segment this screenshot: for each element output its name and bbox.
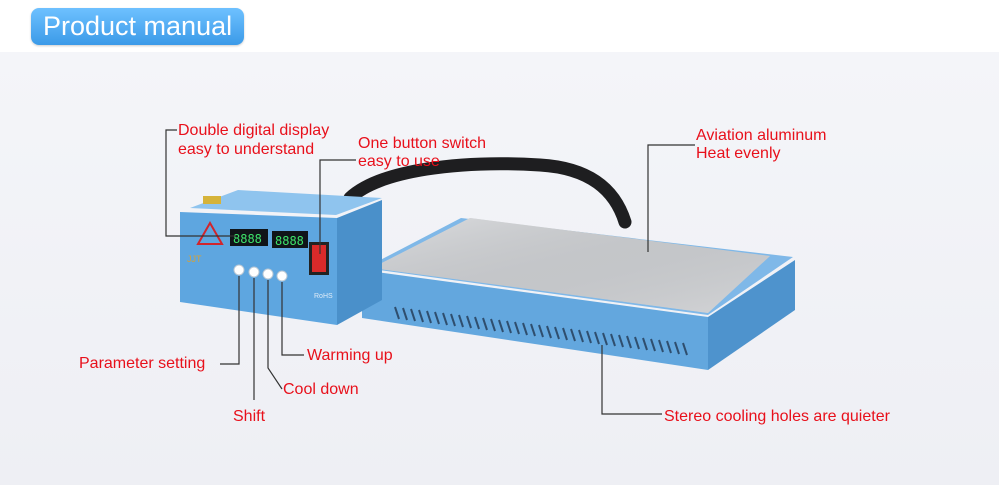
callout-display-line1: Double digital display	[178, 122, 330, 139]
right-display-digits: 8888	[275, 234, 304, 248]
callout-cool-down: Cool down	[283, 381, 359, 398]
page-title: Product manual	[31, 8, 245, 45]
callout-switch-line2: easy to use	[358, 153, 440, 170]
vents-leader	[601, 345, 662, 415]
power-cable	[343, 157, 632, 229]
warming-up-button[interactable]	[276, 270, 288, 282]
callout-parameter-setting: Parameter setting	[79, 355, 206, 372]
cool-down-button[interactable]	[262, 268, 274, 280]
switch-rocker	[312, 245, 326, 272]
callout-shift: Shift	[233, 408, 266, 425]
parameter-leader	[220, 276, 240, 365]
brand-mark: JJT	[187, 254, 202, 264]
callout-plate-line2: Heat evenly	[696, 145, 781, 162]
callout-lines	[165, 129, 695, 415]
parameter-button[interactable]	[233, 264, 245, 276]
cooling-vents	[394, 306, 688, 356]
warning-label	[203, 196, 221, 204]
cool-leader	[267, 280, 283, 390]
shift-button[interactable]	[248, 266, 260, 278]
warming-leader	[281, 282, 304, 356]
brand-logo-icon	[196, 220, 224, 245]
right-digital-display	[272, 231, 308, 248]
switch-leader	[319, 159, 356, 254]
callout-cooling-holes: Stereo cooling holes are quieter	[664, 408, 890, 425]
callout-switch-line1: One button switch	[358, 135, 487, 152]
plate-leader	[647, 144, 695, 252]
display-leader	[165, 129, 236, 237]
callout-warming-up: Warming up	[307, 347, 393, 364]
callout-display-line2: easy to understand	[178, 141, 315, 158]
rohs-mark: RoHS	[314, 293, 333, 300]
left-display-digits: 8888	[233, 232, 262, 246]
heating-plate	[362, 218, 795, 370]
left-digital-display	[230, 229, 268, 246]
callout-plate-line1: Aviation aluminum	[696, 127, 827, 144]
controller-box	[180, 190, 382, 325]
